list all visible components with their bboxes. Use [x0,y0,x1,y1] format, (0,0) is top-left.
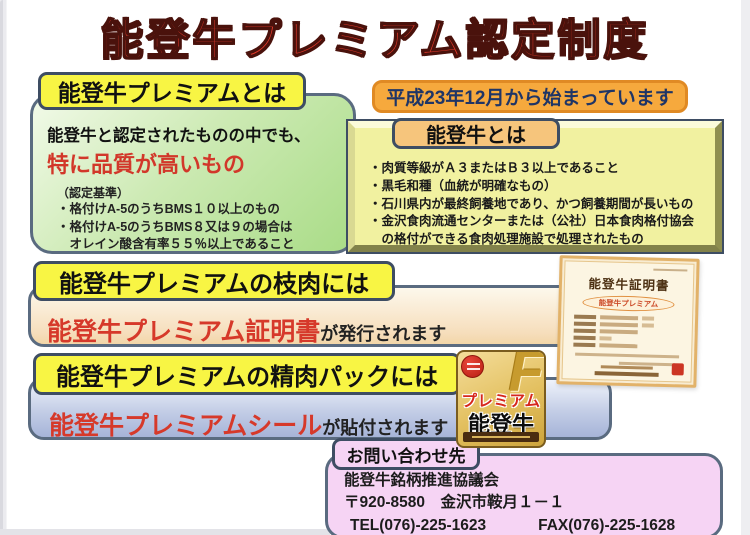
certificate-footer [560,363,694,378]
certificate-image: 能登牛証明書 能登牛プレミアム [556,255,700,388]
start-date-banner: 平成23年12月から始まっています [372,80,688,113]
criteria-item: ・格付けA-5のうちBMS８又は９の場合は [57,219,293,234]
scan-edge-bottom [0,529,330,535]
contact-section-heading: お問い合わせ先 [332,438,480,470]
contact-tel: TEL(076)-225-1623 [350,516,487,534]
premium-section-heading: 能登牛プレミアムとは [38,72,306,110]
certificate-row [573,335,686,343]
certificate-row [574,314,686,322]
criteria-item: ・格付けA-5のうちBMS１０以上のもの [57,202,280,216]
contact-telfax: TEL(076)-225-1623 FAX(076)-225-1628 [350,515,710,535]
pack-section-heading: 能登牛プレミアムの精肉パックには [33,353,461,395]
seal-f-swoosh: F [508,350,544,404]
contact-fax: FAX(076)-225-1628 [538,516,676,534]
carcass-section-heading: 能登牛プレミアムの枝肉には [33,261,395,301]
trademark-badge-icon [461,355,484,378]
premium-seal-image: F プレミアム 能登牛 [456,350,546,448]
scan-edge-left [0,0,7,535]
notogyu-section-heading: 能登牛とは [392,118,560,149]
seal-org-strip [463,432,539,442]
certificate-row [573,328,686,336]
notogyu-bullet: ・肉質等級がＡ３またはＢ３以上であること [369,161,619,175]
scan-edge-right [741,0,750,535]
contact-address: 〒920-8580 金沢市鞍月１－１ [344,494,565,512]
criteria-label: （認定基準） [57,186,130,200]
notogyu-bullet: ・金沢食肉流通センターまたは（公社）日本食肉格付協会 [369,214,695,229]
sticker-name-text: 能登牛プレミアムシール [49,412,323,440]
notogyu-bullet: ・黒毛和種（血統が明確なもの） [369,178,557,193]
red-stamp-icon [671,363,684,376]
certificate-row [573,321,686,329]
criteria-item: オレイン酸含有率５５％以上であること [57,237,295,251]
premium-section-body: 能登牛と認定されたものの中でも、 特に品質が高いもの （認定基準） ・格付けA-… [30,93,356,254]
pack-rest-text: が貼付されます [322,418,449,438]
certificate-name-text: 能登牛プレミアム証明書 [47,318,321,346]
certificate-title: 能登牛証明書 [588,276,670,294]
certificate-premium-badge: 能登牛プレミアム [582,294,675,313]
premium-line1: 能登牛と認定されたものの中でも、 [47,127,311,145]
premium-line2: 特に品質が高いもの [47,152,246,177]
contact-org: 能登牛銘柄推進協議会 [344,472,500,489]
page-title: 能登牛プレミアム認定制度 [100,16,650,66]
notogyu-bullet: ・石川県内が最終飼養地であり、かつ飼養期間が長いもの [369,196,694,211]
certificate-number-line [653,268,688,272]
notogyu-bullet: の格付ができる食肉処理施設で処理されたもの [369,232,644,246]
carcass-rest-text: が発行されます [320,324,447,344]
certificate-row [573,342,685,350]
seal-premium-text: プレミアム [461,393,541,410]
contact-section-body: 能登牛銘柄推進協議会 〒920-8580 金沢市鞍月１－１ TEL(076)-2… [325,453,723,535]
certificate-sentence-line [575,352,680,359]
